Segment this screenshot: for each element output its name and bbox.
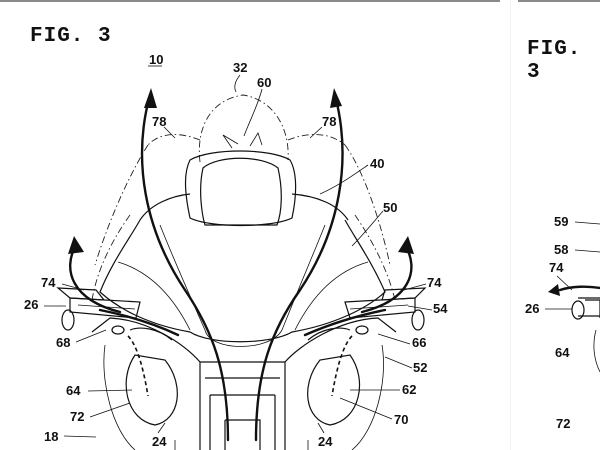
figure-title-main: FIG. 3 bbox=[30, 25, 112, 48]
second-label-64: 64 bbox=[555, 345, 570, 360]
top-border-left bbox=[0, 0, 500, 2]
label-78-left: 78 bbox=[152, 114, 166, 129]
label-10: 10 bbox=[149, 52, 163, 67]
label-74-right: 74 bbox=[427, 275, 442, 290]
second-label-72: 72 bbox=[556, 416, 570, 431]
label-26: 26 bbox=[24, 297, 38, 312]
panel-divider bbox=[510, 0, 511, 450]
label-18: 18 bbox=[44, 429, 58, 444]
left-mirror bbox=[56, 287, 141, 331]
figure-title-second: FIG. 3 bbox=[527, 38, 582, 84]
second-label-26: 26 bbox=[525, 301, 539, 316]
windscreen bbox=[184, 132, 297, 227]
label-78-right: 78 bbox=[322, 114, 336, 129]
second-figure: 59 58 74 26 64 72 bbox=[525, 214, 600, 431]
lower-fairing bbox=[91, 317, 397, 450]
label-32: 32 bbox=[233, 60, 247, 75]
label-50: 50 bbox=[383, 200, 397, 215]
top-border-right bbox=[518, 0, 600, 2]
second-label-59: 59 bbox=[554, 214, 568, 229]
label-60: 60 bbox=[257, 75, 271, 90]
airflow-lines bbox=[68, 93, 413, 442]
label-52: 52 bbox=[413, 360, 427, 375]
second-label-74: 74 bbox=[549, 260, 564, 275]
airflow-arrowheads bbox=[68, 88, 414, 254]
label-68: 68 bbox=[56, 335, 70, 350]
label-72: 72 bbox=[70, 409, 84, 424]
label-24-left: 24 bbox=[152, 434, 167, 449]
label-62: 62 bbox=[402, 382, 416, 397]
upper-cowl bbox=[99, 193, 386, 347]
label-70: 70 bbox=[394, 412, 408, 427]
label-64: 64 bbox=[66, 383, 81, 398]
label-54: 54 bbox=[433, 301, 448, 316]
label-24-right: 24 bbox=[318, 434, 333, 449]
label-74-left: 74 bbox=[41, 275, 56, 290]
label-40: 40 bbox=[370, 156, 384, 171]
second-label-58: 58 bbox=[554, 242, 568, 257]
reference-numerals: 10 32 60 78 78 40 50 74 74 26 54 68 66 5… bbox=[24, 52, 448, 449]
leader-lines bbox=[44, 74, 433, 438]
label-66: 66 bbox=[412, 335, 426, 350]
rider-outline bbox=[91, 94, 396, 301]
